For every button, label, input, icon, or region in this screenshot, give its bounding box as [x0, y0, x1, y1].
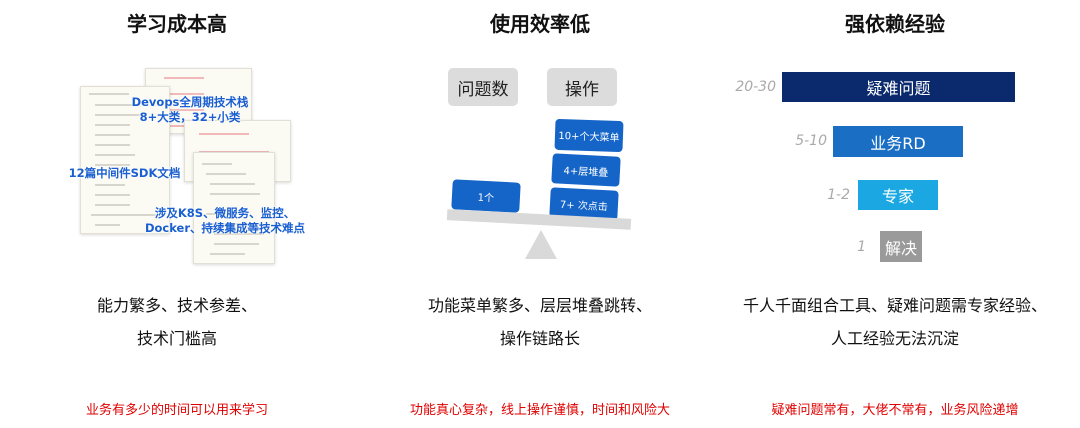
devops-text: Devops全周期技术栈: [131, 95, 249, 109]
desc-line: 人工经验无法沉淀: [830, 329, 959, 348]
desc-line: 操作链路长: [499, 329, 580, 348]
operation-header: 操作: [547, 68, 617, 106]
tier-bar-business-rd: 业务RD: [833, 126, 963, 157]
panel-description: 千人千面组合工具、疑难问题需专家经验、 人工经验无法沉淀: [715, 289, 1075, 355]
range-label: 5-10: [795, 133, 827, 149]
panel-title: 学习成本高: [127, 12, 227, 36]
desc-line: 能力繁多、技术参差、: [96, 296, 257, 315]
tier-bar-hard-problems: 疑难问题: [782, 72, 1015, 102]
tier-bar-solve: 解决: [880, 231, 922, 262]
tier-bar-expert: 专家: [858, 180, 938, 210]
panel-description: 功能菜单繁多、层层堆叠跳转、 操作链路长: [360, 289, 720, 355]
tech-label: 涉及K8S、微服务、监控、 Docker、持续集成等技术难点: [140, 206, 310, 236]
tech-text-1: 涉及K8S、微服务、监控、: [154, 206, 296, 220]
doc-screenshot-code: [193, 152, 275, 264]
panel-description: 能力繁多、技术参差、 技术门槛高: [0, 289, 357, 355]
range-label: 1-2: [827, 187, 850, 203]
range-label: 1: [857, 239, 866, 255]
panel-note: 疑难问题常有，大佬不常有，业务风险递增: [771, 403, 1019, 418]
left-block: 1个: [451, 179, 521, 213]
doc-screenshot-sdk-list: [80, 86, 170, 234]
devops-count-text: 8+大类，32+小类: [139, 110, 241, 124]
sdk-label: 12篇中间件SDK文档: [68, 166, 181, 180]
panel-title: 使用效率低: [490, 12, 590, 36]
problem-count-header: 问题数: [448, 68, 518, 106]
devops-label: Devops全周期技术栈 8+大类，32+小类: [120, 95, 260, 125]
desc-line: 千人千面组合工具、疑难问题需专家经验、: [742, 296, 1047, 315]
desc-line: 功能菜单繁多、层层堆叠跳转、: [427, 296, 652, 315]
panel-note: 功能真心复杂，线上操作谨慎，时间和风险大: [409, 403, 670, 418]
desc-line: 技术门槛高: [136, 329, 217, 348]
range-label: 20-30: [735, 79, 776, 95]
panel-note: 业务有多少的时间可以用来学习: [85, 403, 268, 418]
scale-fulcrum: [525, 230, 557, 259]
right-block: 4+层堆叠: [551, 153, 621, 187]
panel-title: 强依赖经验: [845, 12, 945, 36]
right-block: 10+个大菜单: [554, 118, 624, 153]
tech-text-2: Docker、持续集成等技术难点: [144, 221, 306, 235]
